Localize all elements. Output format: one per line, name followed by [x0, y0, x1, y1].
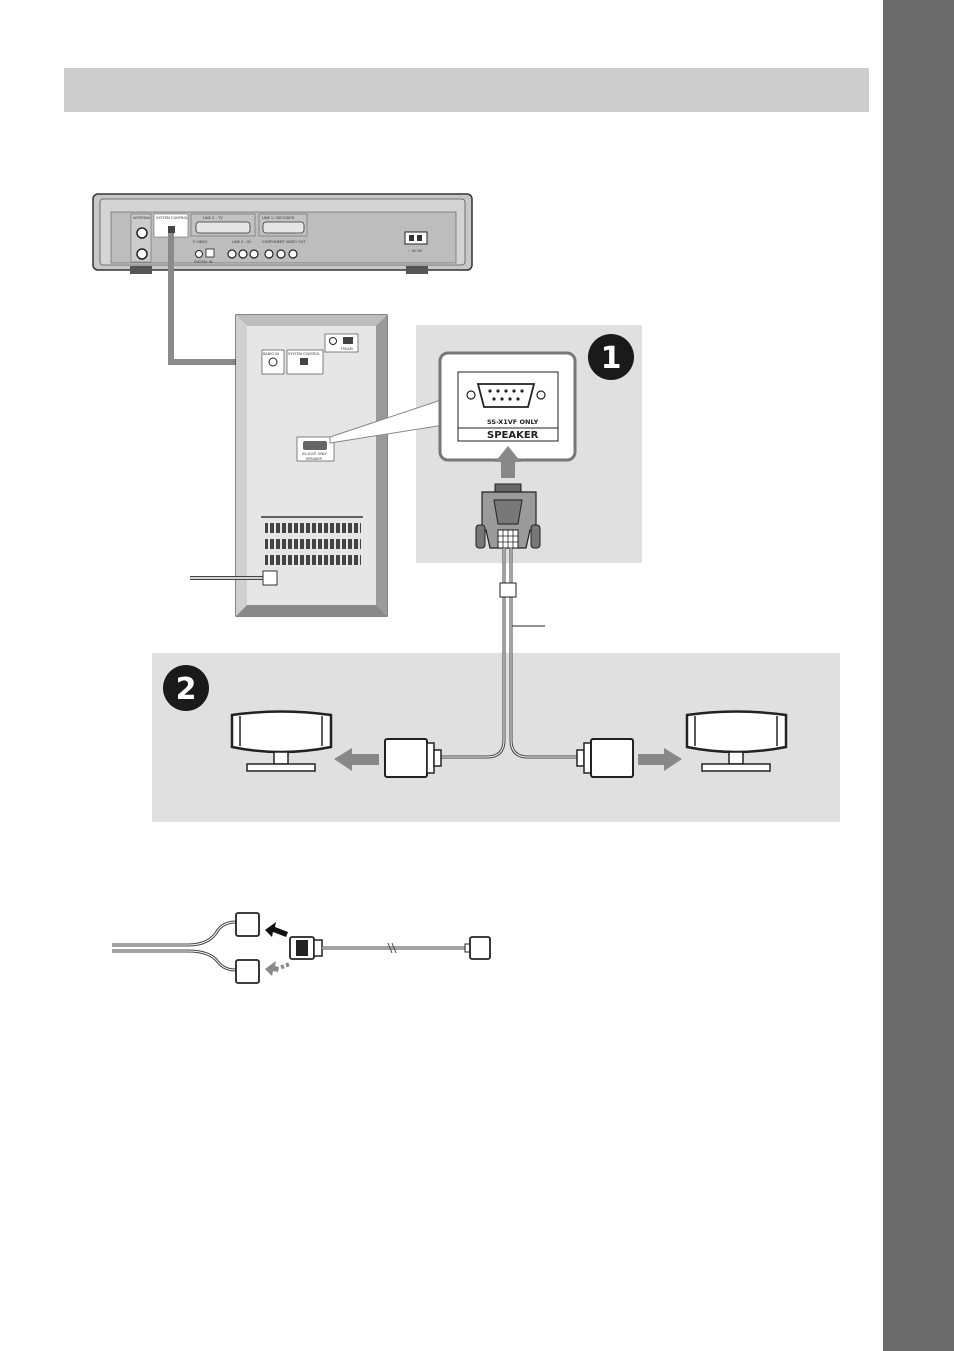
arrow-insert-dashed-icon [265, 961, 290, 976]
speaker-port-zoom: SS-X1VF ONLY SPEAKER [440, 353, 575, 460]
cable-detail [112, 913, 490, 983]
zoom-port-label: SPEAKER [487, 430, 539, 441]
receiver-digital-in-label: DIGITAL IN [194, 260, 213, 264]
arrow-insert-icon [265, 922, 288, 937]
subwoofer-radio-in-label: RADIO IN [263, 352, 279, 356]
receiver-system-control-label: SYSTEM CONTROL [156, 216, 188, 220]
receiver-unit: ANTENNA SYSTEM CONTROL LINE 2 – TV LINE … [93, 194, 472, 274]
speaker-plug-left [385, 739, 441, 777]
subwoofer-fm-am-label: FM/AM [341, 347, 353, 351]
subwoofer-speaker-label: SPEAKER [306, 457, 322, 461]
receiver-line1-label: LINE 1 / DECODER [262, 216, 295, 220]
subwoofer-speaker-only-label: SS-X1VF ONLY [302, 452, 328, 456]
receiver-component-label: COMPONENT VIDEO OUT [262, 240, 306, 244]
zoom-port-caption: SS-X1VF ONLY [487, 418, 539, 426]
receiver-line3-label: LINE 3 – IN [232, 240, 251, 244]
speaker-plug-right [577, 739, 633, 777]
step-1-number: 1 [601, 341, 622, 376]
receiver-antenna-label: ANTENNA [133, 216, 151, 220]
receiver-svideo-label: S VIDEO [193, 240, 208, 244]
receiver-ac-in-label: ~ AC IN [408, 249, 422, 253]
step-2-icon: 2 [163, 665, 209, 711]
subwoofer-system-control-label: SYSTEM CONTROL [288, 352, 320, 356]
step-2-number: 2 [176, 672, 197, 707]
receiver-line2-label: LINE 2 – TV [203, 216, 223, 220]
step-1-icon: 1 [588, 334, 634, 380]
